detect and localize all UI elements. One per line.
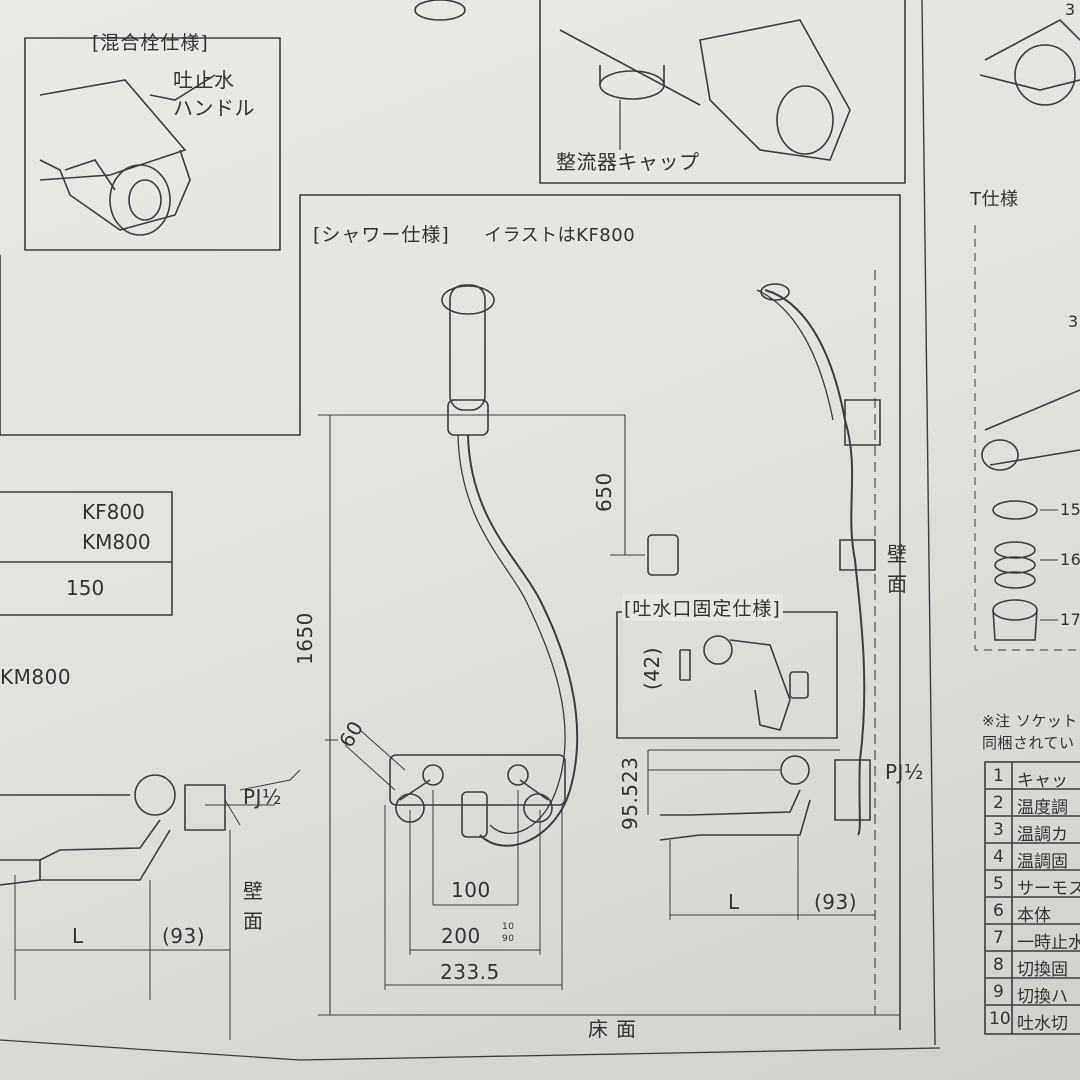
shower-spec-title: [シャワー仕様] <box>313 224 450 246</box>
wall-label-right-1: 壁 <box>887 542 908 566</box>
callout-3-top: 3 <box>1065 0 1076 19</box>
dim-height: 1650 <box>293 612 317 665</box>
callout-15: 15 <box>1060 500 1080 519</box>
parts-row-name: 温度調 <box>1017 798 1068 818</box>
note-line-2: 同梱されてい <box>982 734 1075 752</box>
parts-row-number: 10 <box>989 1009 1011 1029</box>
model-caption: KM800 <box>0 665 72 689</box>
mixer-panel-frame <box>24 37 281 251</box>
dim-pitch-tol-lower: 90 <box>502 934 515 944</box>
dim-93-right: (93) <box>814 890 858 914</box>
dim-width: 233.5 <box>440 960 500 984</box>
note-line-1: ※注 ソケット <box>982 712 1078 730</box>
dim-pitch-inner: 100 <box>451 878 491 902</box>
spout-fixed-dim: (42) <box>640 646 664 690</box>
dim-L-left: L <box>72 924 84 948</box>
wall-label-left-2: 面 <box>243 909 264 933</box>
shower-panel-frame <box>0 194 901 1030</box>
mixer-spec-title: [混合栓仕様] <box>92 32 209 54</box>
dim-pitch: 200 <box>441 924 481 948</box>
parts-row-name: 温調カ <box>1017 825 1068 845</box>
pipe-label-left: PJ½ <box>243 785 282 809</box>
parts-row-name: 一時止水 <box>1017 933 1080 953</box>
parts-row-number: 3 <box>993 820 1004 840</box>
pipe-label-right: PJ½ <box>885 760 924 784</box>
parts-row-name: 切換固 <box>1017 960 1068 980</box>
dim-93-left: (93) <box>162 924 206 948</box>
dim-hook: 650 <box>592 472 616 512</box>
parts-row-number: 5 <box>993 874 1004 894</box>
dim-23: 23 <box>618 756 642 783</box>
callout-3-mid: 3 <box>1068 312 1079 331</box>
parts-row-number: 4 <box>993 847 1004 867</box>
t-spec-title: T仕様 <box>970 189 1019 210</box>
floor-label-1: 床 <box>588 1017 609 1041</box>
parts-row-number: 6 <box>993 901 1004 921</box>
table-value: 150 <box>66 576 105 600</box>
aerator-panel-frame <box>539 0 906 184</box>
parts-row-name: 吐水切 <box>1017 1014 1068 1034</box>
shower-spec-note: イラストはKF800 <box>484 225 636 246</box>
parts-row-number: 2 <box>993 793 1004 813</box>
aerator-label: 整流器キャップ <box>556 150 700 174</box>
parts-row-name: 温調固 <box>1017 852 1068 872</box>
handle-label-line1: 吐止水 <box>173 68 235 92</box>
parts-row-number: 9 <box>993 982 1004 1002</box>
table-model-2: KM800 <box>82 530 151 554</box>
parts-row-number: 8 <box>993 955 1004 975</box>
dim-pitch-tol-upper: 10 <box>502 922 515 932</box>
wall-label-left-1: 壁 <box>243 879 264 903</box>
callout-16: 16 <box>1060 550 1080 569</box>
parts-row-name: 本体 <box>1017 906 1051 926</box>
parts-row-name: キャッ <box>1017 771 1068 791</box>
right-column-border <box>921 0 936 1046</box>
dim-95: 95.5 <box>618 783 642 830</box>
table-model-1: KF800 <box>82 500 145 524</box>
spec-table-lines <box>0 491 173 616</box>
dim-L-right: L <box>728 890 740 914</box>
parts-row-number: 1 <box>993 766 1004 786</box>
floor-label-2: 面 <box>616 1017 637 1041</box>
handle-label-line2: ハンドル <box>173 96 255 120</box>
wall-label-right-2: 面 <box>887 572 908 596</box>
parts-row-name: サーモス <box>1017 879 1080 899</box>
callout-17: 17 <box>1060 610 1080 629</box>
parts-row-number: 7 <box>993 928 1004 948</box>
parts-row-name: 切換ハ <box>1017 987 1068 1007</box>
spout-fixed-title: [吐水口固定仕様] <box>622 594 783 621</box>
